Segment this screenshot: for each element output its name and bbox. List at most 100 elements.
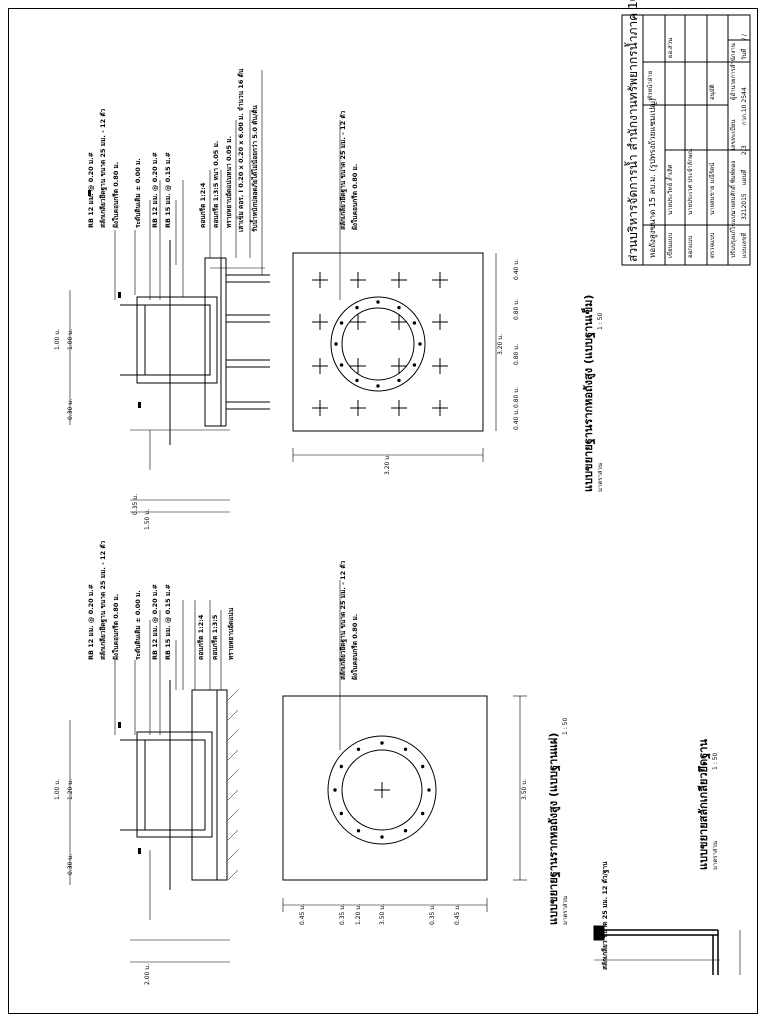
top-note-7: คอนกรีต 1:2:4 — [199, 182, 207, 228]
scale-value-pile: 1 : 50 — [597, 312, 604, 330]
anchor-bolt-dot — [376, 384, 380, 388]
tb-sheet-no: 2/3 — [741, 145, 748, 155]
dim-plan-top-total: 3.20 ม. — [497, 333, 504, 355]
bottom-note-3: ฝังในคอนกรีต 0.80 ม. — [112, 593, 120, 660]
tb-drawing-no-label: แบบเลขที่ — [741, 232, 748, 258]
scale-label-pile: มาตราส่วน — [597, 463, 604, 492]
anchor-bolt-dot — [421, 764, 425, 769]
pile-markers — [312, 272, 448, 839]
pile-cross — [312, 400, 328, 416]
pile-cross — [312, 272, 328, 288]
dim-sec-bottom-7: 2.00 ม. — [144, 963, 151, 985]
dim-sec-top-2: 1.00 ม. — [67, 328, 74, 350]
anchor-bolt-dot — [355, 378, 359, 383]
dim-sec-bottom-1: 1.00 ม. — [54, 778, 61, 800]
top-note-6: RB 15 มม. @ 0.15 ม.# — [164, 151, 172, 228]
bottom-note-2: สลักเกลียวยึดฐาน ขนาด 25 มม. - 12 ตัว — [99, 540, 107, 660]
scale-value-spread: 1 : 50 — [562, 717, 569, 735]
bottom-note-9: ทรายหยาบอัดแน่น — [227, 607, 235, 660]
pile-cross — [350, 400, 366, 416]
dim-plan-bottom-1: 0.45 ม. — [299, 903, 306, 925]
pile-cross — [312, 314, 328, 330]
tb-row-label-1: เขียนแบบ — [667, 232, 674, 258]
top-note-1: RB 12 มม. @ 0.20 ม.# — [87, 151, 95, 228]
title-anchor-detail: แบบขยายสลักเกลียวยึดฐาน — [697, 739, 710, 870]
dim-plan-top-2: 0.80 ม. — [513, 298, 520, 320]
anchor-bolt-dot — [334, 342, 338, 346]
anchor-bolt-dot — [355, 305, 359, 310]
pile-cross — [350, 358, 366, 374]
dim-plan-bottom-4: 0.35 ม. — [429, 903, 436, 925]
top-note-11: รับน้ำหนักปลอดภัยได้ไม่น้อยกว่า 5.0 ตัน/… — [251, 105, 259, 232]
anchor-bolt-dot — [397, 305, 401, 310]
tb-reg-label: เลขทะเบียน — [730, 119, 737, 150]
tb-row-label-3: ตรวจแบบ — [709, 232, 716, 259]
pile-cross — [391, 400, 407, 416]
tb-row-label-4: ปรับปรุงแก้ไขแบบ — [730, 211, 737, 258]
anchor-bolt-dot — [427, 788, 431, 792]
pile-cross — [350, 314, 366, 330]
top-note-10: เสาเข็ม คอร. I 0.20 x 0.20 x 6.00 ม. จำน… — [237, 68, 245, 232]
top-note-5: RB 12 มม. @ 0.20 ม.# — [151, 151, 159, 228]
tb-approver-title: ผอ.ส่วน — [667, 37, 674, 58]
anchor-bolt-dot — [397, 378, 401, 383]
dim-plan-bottom-total: 3.50 ม. — [521, 778, 528, 800]
plan-top-label-1: สลักเกลียวยึดฐาน ขนาด 25 มม. - 12 ตัว — [339, 110, 347, 230]
pile-cross — [432, 314, 448, 330]
pile-cross — [432, 358, 448, 374]
pile-cross — [350, 272, 366, 288]
anchor-bolt-dot — [380, 835, 384, 839]
anchor-bolt-dot — [339, 363, 344, 367]
dim-sec-top-1: 1.00 ม. — [54, 328, 61, 350]
plan-bottom-label-1: สลักเกลียวยึดฐาน ขนาด 25 มม. - 12 ตัว — [339, 560, 347, 680]
section-pile-footing — [69, 70, 270, 513]
pile-cross — [432, 400, 448, 416]
bottom-note-1: RB 12 มม. @ 0.20 ม.# — [87, 583, 95, 660]
anchor-bolt-dot — [339, 764, 343, 769]
tb-row-name-1: นายประวิทย์ ล้ำเลิศ — [667, 164, 674, 215]
anchor-bolt-dot — [403, 829, 408, 833]
plan-spread-footing — [282, 580, 527, 912]
section-spread-footing — [69, 600, 230, 963]
scale-label-anchor: มาตราส่วน — [712, 841, 719, 870]
top-note-4: ระดับดินเดิม ± 0.00 ม. — [134, 158, 142, 228]
anchor-bolt-dot — [339, 811, 343, 816]
bottom-note-4: ระดับดินเดิม ± 0.00 ม. — [134, 590, 142, 660]
top-note-9: ทรายหยาบอัดแน่นหนา 0.05 ม. — [225, 136, 233, 228]
top-note-3: ฝังในคอนกรีต 0.80 ม. — [112, 161, 120, 228]
plan-pile-footing — [292, 120, 497, 462]
pile-cross — [391, 272, 407, 288]
plan-top-label-2: ฝังในคอนกรีต 0.80 ม. — [351, 163, 359, 230]
pile-cross — [312, 358, 328, 374]
tb-reg-no: กวภ.10 2544 — [741, 87, 748, 125]
tb-row-role-3: อนุมัติ — [709, 84, 716, 100]
anchor-note: สลักเกลียว ขนาด 25 มม. 12 ตัว/ฐาน — [601, 861, 609, 970]
anchor-bolt-dot — [421, 811, 425, 816]
pile-cross — [432, 272, 448, 288]
rebar-ticks — [88, 190, 141, 854]
tb-row-name-2: นายประเวศ ประจำลักษณ์ — [687, 148, 694, 215]
dim-plan-bottom-3: 1.20 ม. — [355, 903, 362, 925]
anchor-bolt-dot — [412, 363, 417, 367]
plan-bottom-label-2: ฝังในคอนกรีต 0.80 ม. — [351, 613, 359, 680]
title-block-office: ส่วนบริหารจัดการน้ำ สำนักงานทรัพยากรน้ำภ… — [626, 0, 640, 262]
dim-plan-top-4: 0.80 ม. — [513, 386, 520, 408]
anchor-bolt-dot — [403, 747, 408, 751]
dim-plan-top-3: 0.80 ม. — [513, 343, 520, 365]
top-note-2: สลักเกลียวยึดฐาน ขนาด 25 มม. - 12 ตัว — [99, 108, 107, 228]
dim-plan-top-width: 3.20 ม. — [384, 453, 391, 475]
sheet-border — [8, 8, 758, 1014]
tb-row-name-4: นายสมศักดิ์ พิมพ์ทอง — [730, 160, 737, 215]
tb-date: / / — [741, 34, 748, 40]
anchor-bolt-dot — [418, 342, 422, 346]
bottom-note-8: คอนกรีต 1:3:5 — [211, 614, 219, 660]
top-note-8: คอนกรีต 1:3:5 หนา 0.05 ม. — [212, 140, 220, 228]
anchor-bolt-dot — [356, 747, 361, 751]
tb-drawing-no: 3212015 — [741, 193, 748, 220]
anchor-bolt-dot — [412, 321, 417, 325]
title-spread-footing: แบบขยายฐานรากหอถังสูง (แบบฐานแผ่) — [547, 732, 560, 925]
dim-sec-top-4: 0.35 ม. — [132, 493, 139, 515]
dim-plan-top-5: 0.40 ม. — [513, 408, 520, 430]
